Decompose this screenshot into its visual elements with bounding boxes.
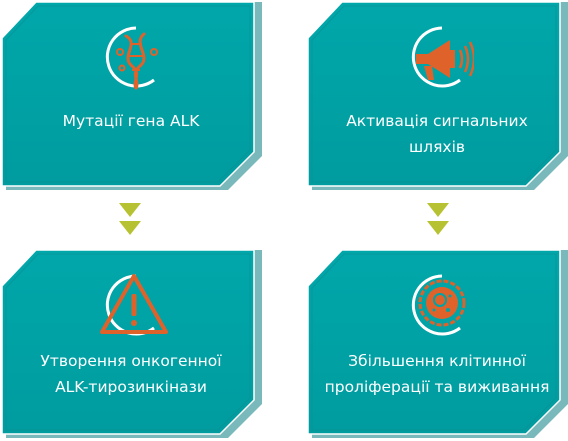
megaphone-icon [411,26,474,88]
card-signal-activation: Активація сигнальних шляхів [306,0,568,190]
card-label-text: Мутації гена ALK [62,112,200,130]
down-arrow-icon [427,203,449,235]
dna-icon [105,26,158,90]
card-label-line2: ALK-тирозинкінази [55,378,207,396]
card-label: Активація сигнальних шляхів [316,108,558,160]
card-label-line1: Збільшення клітинної [348,352,526,370]
card-label: Збільшення клітинної проліферації та виж… [316,348,558,400]
card-label: Мутації гена ALK [10,108,252,134]
card-oncogenic-alk: Утворення онкогенної ALK-тирозинкінази [0,248,262,438]
down-arrow-icon [119,203,141,235]
card-proliferation: Збільшення клітинної проліферації та виж… [306,248,568,438]
cell-icon [411,274,466,336]
card-label-line2: проліферації та виживання [324,378,550,396]
warning-triangle-icon [100,274,168,336]
card-alk-mutation: Мутації гена ALK [0,0,262,190]
card-label: Утворення онкогенної ALK-тирозинкінази [10,348,252,400]
card-label-line2: шляхів [408,138,466,156]
card-label-line1: Утворення онкогенної [40,352,222,370]
card-label-line1: Активація сигнальних [346,112,528,130]
